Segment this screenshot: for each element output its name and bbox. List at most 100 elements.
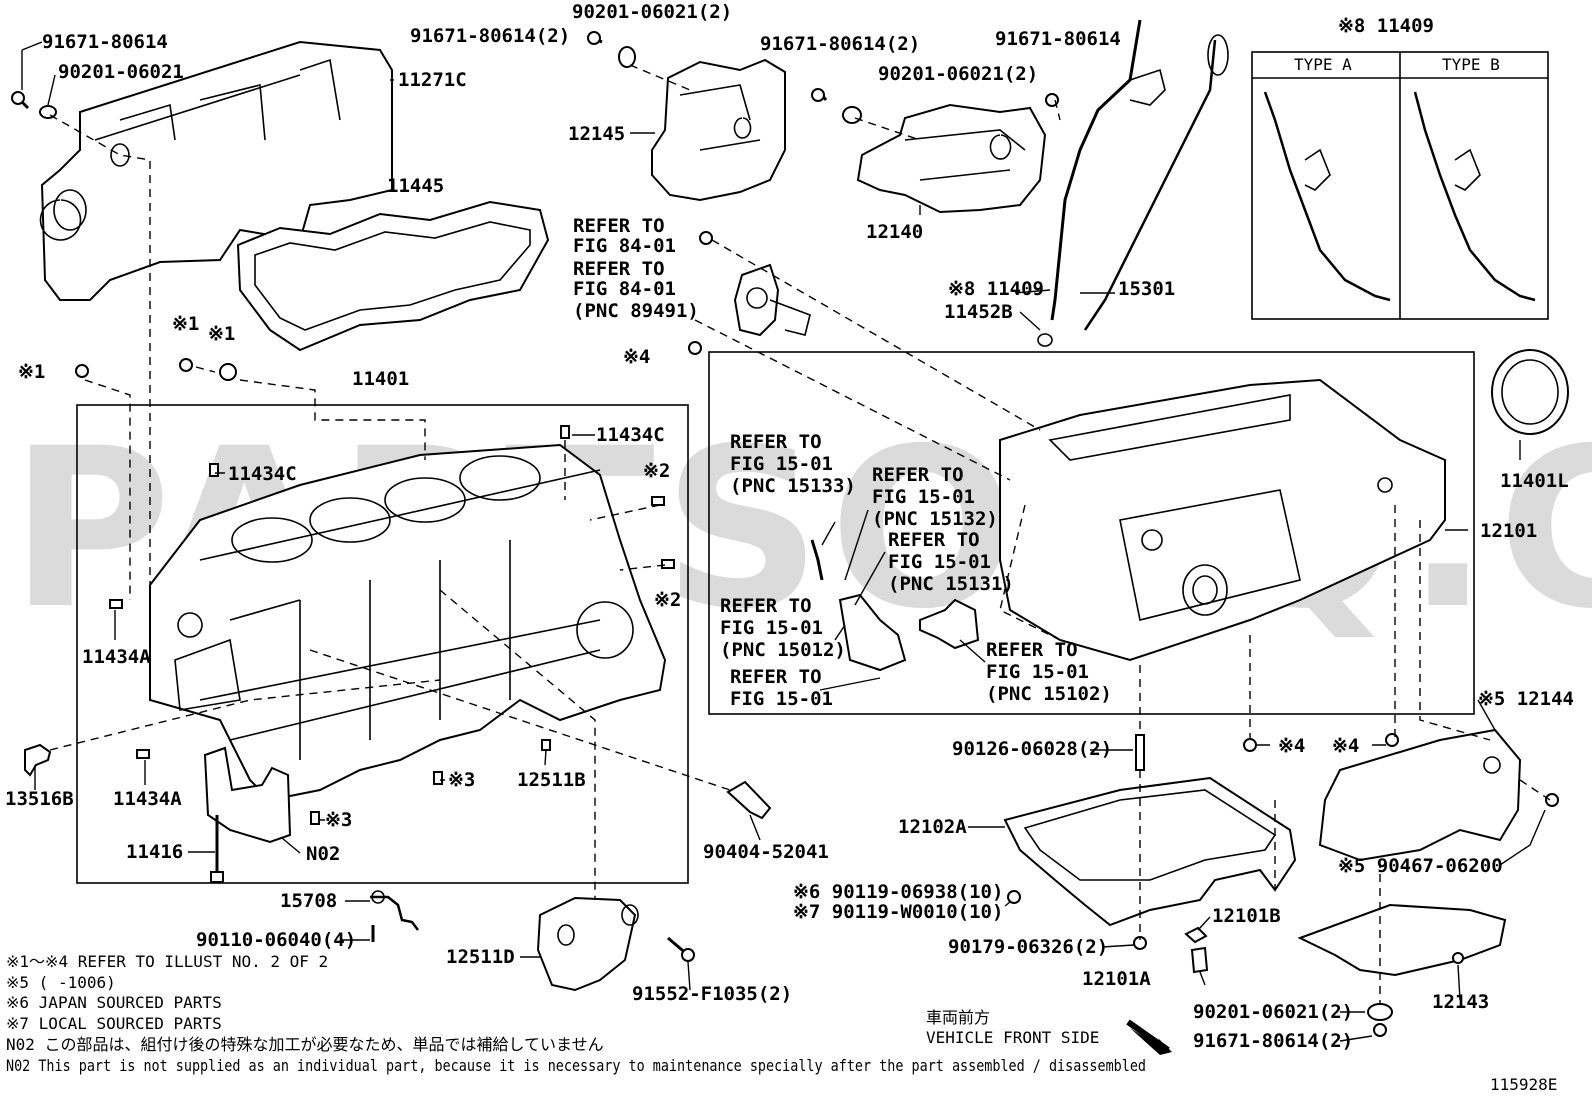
label-11434C-a: 11434C <box>228 463 297 485</box>
oil-pump-relief-spring <box>810 539 824 581</box>
label-11401L: 11401L <box>1500 470 1569 492</box>
label-12143: 12143 <box>1432 991 1489 1013</box>
dowel-11434A-a[interactable] <box>109 599 123 609</box>
label-15708: 15708 <box>280 890 337 912</box>
svg-text:FIG 15-01: FIG 15-01 <box>888 551 991 573</box>
label-mark1-a: ※1 <box>172 313 199 335</box>
pin-mark3-b[interactable] <box>310 811 320 825</box>
crankshaft-bearing-cap-N02[interactable] <box>203 746 292 844</box>
label-90201-06021-2-mid: 90201-06021(2) <box>878 63 1038 85</box>
label-90179-06326: 90179-06326(2) <box>948 936 1108 958</box>
label-mark1-c: ※1 <box>18 361 45 383</box>
label-91552-F1035: 91552-F1035(2) <box>632 983 792 1005</box>
label-refer-84-01-a: REFER TO <box>573 215 665 237</box>
label-90201-06021-2-bottom: 90201-06021(2) <box>1193 1001 1353 1023</box>
svg-text:(PNC 15133): (PNC 15133) <box>730 475 856 497</box>
label-12101A: 12101A <box>1082 968 1151 990</box>
label-90119-06938: ※6 90119-06938(10) <box>793 881 1003 903</box>
svg-text:FIG 84-01: FIG 84-01 <box>573 278 676 300</box>
stiffening-crankcase-group-box <box>708 351 1475 715</box>
stiffening-crankcase-12101[interactable] <box>999 378 1446 662</box>
bracket-12145[interactable] <box>651 58 786 202</box>
label-12102A: 12102A <box>898 816 967 838</box>
label-mark3-a: ※3 <box>448 769 475 791</box>
engine-block-insulator-11271C[interactable] <box>40 40 393 301</box>
label-refer-84-01-b: REFER TO <box>573 258 665 280</box>
o-ring-11452B[interactable] <box>1037 333 1053 347</box>
bracket-12140[interactable] <box>856 103 1047 214</box>
footnote-n02-jp: N02 この部品は、組付け後の特殊な加工が必要なため、単品では補給していません <box>6 1035 604 1054</box>
label-11416: 11416 <box>126 841 183 863</box>
label-11434A-b: 11434A <box>113 788 182 810</box>
label-90126-06028: 90126-06028(2) <box>952 738 1112 760</box>
label-12140: 12140 <box>866 221 923 243</box>
label-refer-15131: REFER TO <box>888 529 980 551</box>
label-90119-W0010: ※7 90119-W0010(10) <box>793 901 1003 923</box>
oil-pan-insulator-12143[interactable] <box>1297 903 1507 977</box>
cylinder-block-group-box <box>76 404 689 884</box>
svg-text:(PNC 15132): (PNC 15132) <box>872 508 998 530</box>
label-91671-80614-2-top: 91671-80614(2) <box>410 25 570 47</box>
label-mark2-a: ※2 <box>643 460 670 482</box>
svg-text:(PNC 15102): (PNC 15102) <box>986 683 1112 705</box>
label-90110-06040: 90110-06040(4) <box>196 929 356 951</box>
label-refer-15133: REFER TO <box>730 431 822 453</box>
plug-13516B[interactable] <box>24 743 52 777</box>
svg-text:FIG 15-01: FIG 15-01 <box>730 688 833 710</box>
label-91671-80614-2-bottom: 91671-80614(2) <box>1193 1030 1353 1052</box>
dowel-11434C-b[interactable] <box>560 425 570 439</box>
oil-seal-11401L[interactable] <box>1491 349 1569 435</box>
label-front-en: VEHICLE FRONT SIDE <box>926 1028 1099 1047</box>
footnote-2: ※5 ( -1006) <box>6 973 116 992</box>
oil-pan-12102A[interactable] <box>1003 776 1297 927</box>
label-12144: ※5 12144 <box>1478 688 1574 710</box>
label-type-b: TYPE B <box>1442 55 1500 74</box>
label-mark4-b: ※4 <box>1278 735 1305 757</box>
footnote-1: ※1～※4 REFER TO ILLUST NO. 2 OF 2 <box>6 952 328 971</box>
label-91671-80614: 91671-80614 <box>42 31 168 53</box>
oil-level-gauge-15301[interactable] <box>1083 39 1217 331</box>
label-12145: 12145 <box>568 123 625 145</box>
label-12101: 12101 <box>1480 520 1537 542</box>
plug-12101A[interactable] <box>1190 946 1209 974</box>
label-mark3-b: ※3 <box>325 809 352 831</box>
gasket-12101B[interactable] <box>1184 926 1208 944</box>
label-refer-15132: REFER TO <box>872 464 964 486</box>
oil-filter-union <box>919 598 980 650</box>
insulator-gasket-11445[interactable] <box>236 200 550 352</box>
label-13516B: 13516B <box>5 788 74 810</box>
label-N02: N02 <box>306 843 340 865</box>
label-12511D: 12511D <box>446 946 515 968</box>
dowel-mark2-b[interactable] <box>661 559 675 569</box>
dowel-mark2-a[interactable] <box>651 496 665 506</box>
footnote-3: ※6 JAPAN SOURCED PARTS <box>6 993 222 1012</box>
label-11401: 11401 <box>352 368 409 390</box>
oil-pan-insulator-12144[interactable] <box>1318 728 1522 862</box>
label-11434C-b: 11434C <box>596 424 665 446</box>
svg-text:FIG 84-01: FIG 84-01 <box>573 235 676 257</box>
dowel-11434C-a[interactable] <box>209 463 219 477</box>
figure-id: 115928E <box>1490 1075 1557 1094</box>
svg-text:FIG 15-01: FIG 15-01 <box>872 486 975 508</box>
label-11271C: 11271C <box>398 69 467 91</box>
oil-control-valve-body <box>838 593 907 672</box>
oil-level-gauge-guide-11409[interactable] <box>1050 19 1142 321</box>
label-11445: 11445 <box>387 175 444 197</box>
pin-mark3-a[interactable] <box>433 771 443 785</box>
bracket-12511D[interactable] <box>536 896 637 992</box>
plug-90404-52041[interactable] <box>726 780 772 820</box>
label-90467-06200: ※5 90467-06200 <box>1338 855 1503 877</box>
label-mark1-b: ※1 <box>208 323 235 345</box>
label-90201-06021: 90201-06021 <box>58 61 184 83</box>
pipe-15708[interactable] <box>370 895 419 931</box>
label-91671-80614-right: 91671-80614 <box>995 28 1121 50</box>
dowel-11434A-b[interactable] <box>136 749 150 759</box>
oil-pressure-sensor-bracket[interactable] <box>733 263 780 337</box>
label-front-jp: 車両前方 <box>926 1008 990 1027</box>
footnote-n02-en: N02 This part is not supplied as an indi… <box>6 1056 1146 1075</box>
pin-12511B[interactable] <box>541 739 551 751</box>
label-mark4-a: ※4 <box>623 346 650 368</box>
label-12101B: 12101B <box>1212 905 1281 927</box>
footnotes: ※1～※4 REFER TO ILLUST NO. 2 OF 2 ※5 ( -1… <box>6 952 1146 1075</box>
